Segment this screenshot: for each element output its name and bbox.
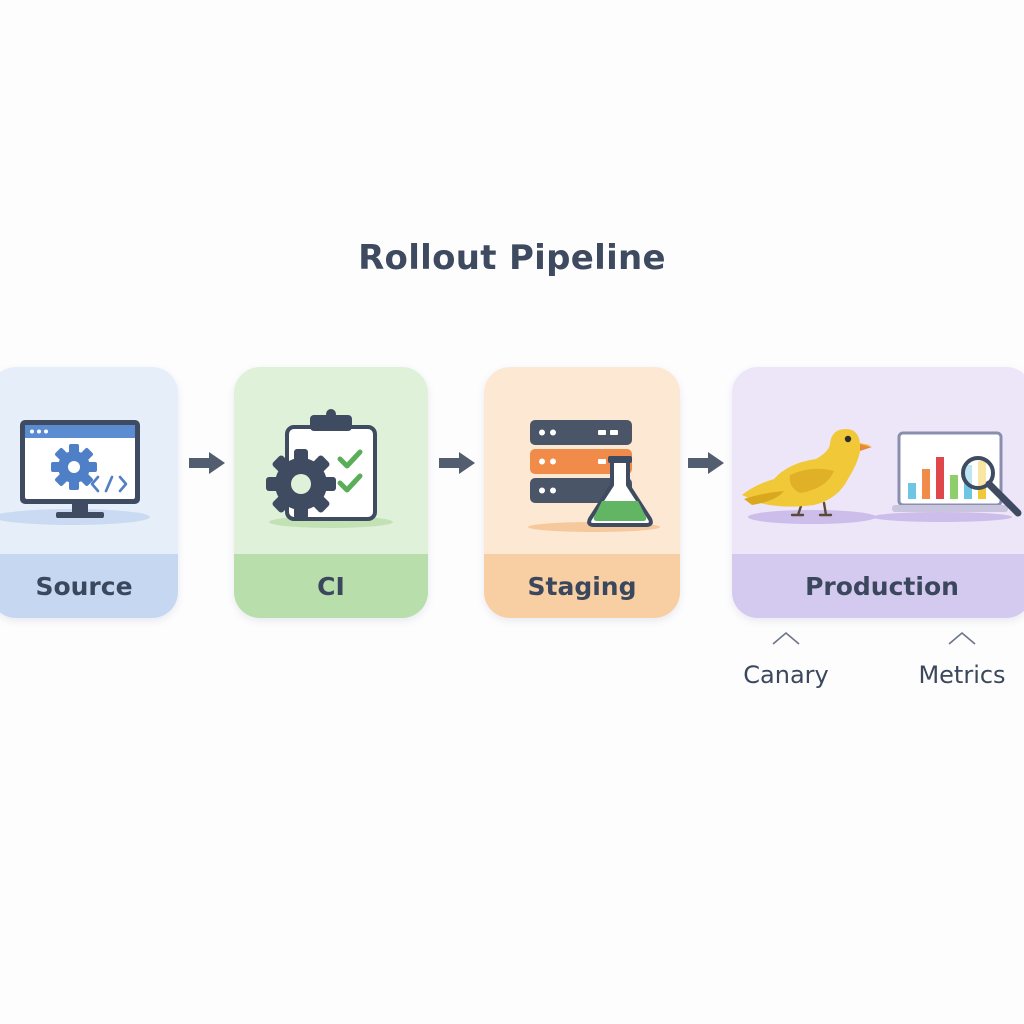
production-detail-label: Metrics xyxy=(918,661,1006,689)
stage-label: Staging xyxy=(527,571,637,601)
production-detail-label: Canary xyxy=(743,661,829,689)
stage-label: CI xyxy=(317,571,345,601)
canary-metrics-icon xyxy=(742,429,1022,524)
stage-production: Production xyxy=(732,367,1024,618)
caret-up-icon xyxy=(772,631,800,645)
stage-label: Source xyxy=(35,571,133,601)
production-detail-canary: Canary xyxy=(724,631,848,689)
flow-arrow-icon xyxy=(439,452,475,474)
stage-source-label-band: Source xyxy=(0,554,178,618)
stage-ci: CI xyxy=(234,367,428,618)
metrics-chart-icon xyxy=(872,431,1022,522)
canary-bird-icon xyxy=(742,429,876,524)
stage-label: Production xyxy=(805,571,959,601)
stage-ci-label-band: CI xyxy=(234,554,428,618)
stage-staging: Staging xyxy=(484,367,680,618)
flow-arrow-icon xyxy=(189,452,225,474)
code-monitor-icon xyxy=(0,420,150,525)
stage-staging-label-band: Staging xyxy=(484,554,680,618)
checklist-gear-icon xyxy=(266,409,393,528)
flow-arrow-icon xyxy=(688,452,724,474)
stage-production-label-band: Production xyxy=(732,554,1024,618)
server-flask-icon xyxy=(528,420,660,532)
stage-source: Source xyxy=(0,367,178,618)
caret-up-icon xyxy=(948,631,976,645)
production-detail-metrics: Metrics xyxy=(900,631,1024,689)
diagram-title: Rollout Pipeline xyxy=(358,238,666,278)
